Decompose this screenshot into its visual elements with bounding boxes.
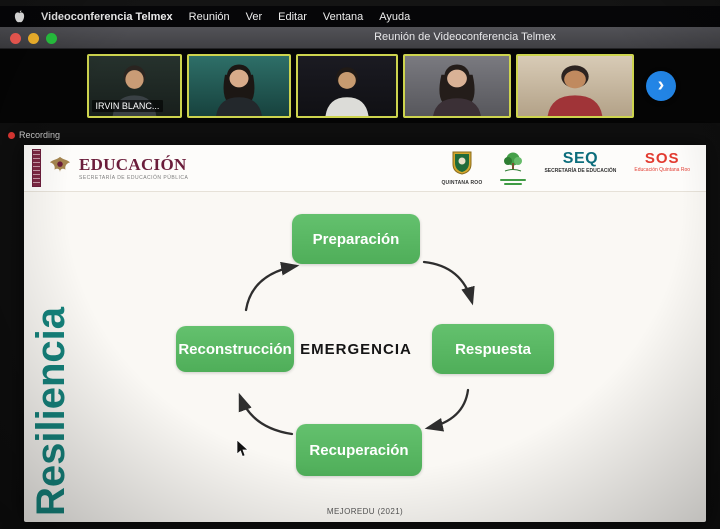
presentation-slide: EDUCACIÓN SECRETARÍA DE EDUCACIÓN PÚBLIC… bbox=[24, 145, 706, 522]
participant-4-video-feed bbox=[432, 64, 481, 116]
cycle-diagram: Resiliencia Preparación Respuesta Recupe… bbox=[24, 192, 706, 522]
sep-subtitle: SECRETARÍA DE EDUCACIÓN PÚBLICA bbox=[79, 174, 189, 181]
sos-wordmark: SOS bbox=[644, 149, 680, 167]
node-respuesta: Respuesta bbox=[432, 324, 554, 374]
macos-menubar: Videoconferencia Telmex Reunión Ver Edit… bbox=[0, 6, 720, 27]
apple-menu-icon[interactable] bbox=[14, 10, 25, 23]
source-citation: MEJOREDU (2021) bbox=[326, 507, 404, 516]
participant-name-label: IRVIN BLANC... bbox=[91, 100, 164, 112]
recording-label: Recording bbox=[19, 130, 61, 140]
seq-wordmark: SEQ bbox=[562, 149, 599, 167]
menu-ayuda[interactable]: Ayuda bbox=[379, 10, 411, 23]
node-recuperacion: Recuperación bbox=[296, 424, 422, 476]
participant-2-video-feed bbox=[215, 64, 262, 116]
sep-logo-block: EDUCACIÓN SECRETARÍA DE EDUCACIÓN PÚBLIC… bbox=[32, 149, 188, 187]
chevron-right-icon: › bbox=[657, 74, 665, 96]
next-participants-button[interactable]: › bbox=[646, 71, 676, 101]
recording-dot-icon bbox=[8, 131, 15, 139]
seq-caption: SECRETARÍA DE EDUCACIÓN bbox=[544, 167, 617, 174]
sos-caption: Educación Quintana Roo bbox=[634, 166, 690, 173]
seq-logo: SEQ SECRETARÍA DE EDUCACIÓN bbox=[544, 149, 617, 174]
minimize-button[interactable] bbox=[28, 33, 39, 44]
cycle-arrows bbox=[238, 260, 475, 436]
participant-video-4[interactable] bbox=[402, 54, 511, 118]
shared-screen-area: Recording EDUCACIÓN SECRETARÍA DE EDUCAC… bbox=[0, 123, 720, 529]
quintana-roo-caption: QUINTANA ROO bbox=[441, 179, 483, 186]
sep-eagle-icon bbox=[48, 155, 72, 182]
close-button[interactable] bbox=[10, 33, 21, 44]
participant-video-3[interactable] bbox=[295, 54, 398, 118]
partner-logos: QUINTANA ROO bbox=[441, 149, 694, 186]
tree-logo-caption-line bbox=[500, 178, 527, 181]
participant-filmstrip: IRVIN BLANC... bbox=[0, 49, 720, 123]
recording-indicator: Recording bbox=[8, 130, 60, 140]
window-titlebar: Reunión de Videoconferencia Telmex bbox=[0, 27, 720, 49]
participant-video-5[interactable] bbox=[515, 54, 634, 118]
window-title: Reunión de Videoconferencia Telmex bbox=[374, 31, 556, 43]
menu-editar[interactable]: Editar bbox=[278, 10, 307, 23]
sos-logo: SOS Educación Quintana Roo bbox=[634, 151, 690, 173]
tree-logo-caption-line bbox=[504, 182, 523, 185]
menu-ventana[interactable]: Ventana bbox=[322, 10, 364, 23]
quintana-roo-logo: QUINTANA ROO bbox=[441, 151, 482, 186]
participant-video-1[interactable]: IRVIN BLANC... bbox=[86, 54, 182, 118]
emergencia-center-label: EMERGENCIA bbox=[300, 341, 412, 358]
menu-app-name[interactable]: Videoconferencia Telmex bbox=[41, 10, 173, 23]
participant-5-video-feed bbox=[547, 65, 602, 116]
menu-reunion[interactable]: Reunión bbox=[188, 10, 230, 23]
participant-3-video-feed bbox=[324, 67, 369, 116]
tree-logo-icon bbox=[502, 151, 524, 177]
sep-wordmark: EDUCACIÓN bbox=[79, 154, 187, 174]
quintana-roo-crest-icon bbox=[452, 151, 472, 179]
slide-header: EDUCACIÓN SECRETARÍA DE EDUCACIÓN PÚBLIC… bbox=[24, 145, 706, 192]
fullscreen-button[interactable] bbox=[46, 33, 57, 44]
node-preparacion: Preparación bbox=[292, 214, 420, 264]
mouse-cursor-icon bbox=[236, 439, 249, 463]
tree-logo bbox=[500, 151, 527, 185]
menu-ver[interactable]: Ver bbox=[245, 10, 263, 23]
aztec-pattern-strip-icon bbox=[32, 149, 41, 187]
participant-video-2[interactable] bbox=[186, 54, 291, 118]
node-reconstruccion: Reconstrucción bbox=[176, 326, 294, 372]
